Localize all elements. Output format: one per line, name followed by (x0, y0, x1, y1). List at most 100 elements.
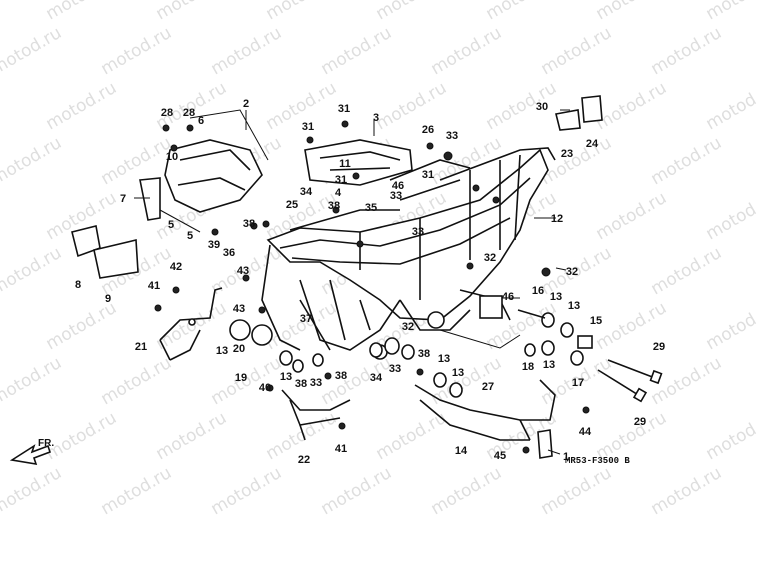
watermark-text: motod.ru (208, 23, 286, 79)
watermark-text: motod.ru (703, 298, 758, 354)
callout-18: 18 (522, 361, 534, 373)
callout-34b: 34 (370, 372, 383, 384)
callout-30: 30 (536, 101, 548, 113)
callout-20: 20 (233, 343, 245, 355)
callout-9: 9 (105, 293, 111, 305)
watermark-text: motod.ru (98, 463, 176, 519)
front-stay-assembly (71, 109, 269, 279)
rear-step-bracket (414, 379, 556, 459)
callout-5a: 5 (168, 219, 174, 231)
callout-37: 37 (300, 313, 312, 325)
callout-11: 11 (339, 158, 351, 170)
left-side-stay (159, 287, 223, 361)
callout-5b: 5 (187, 230, 193, 242)
callout-layer: 1 2 3 4 5 5 6 7 8 9 10 11 12 13 13 13 13… (75, 98, 665, 466)
callout-13g: 13 (543, 359, 555, 371)
watermark-text: motod.ru (483, 78, 561, 134)
callout-33e: 33 (389, 363, 401, 375)
callout-2: 2 (243, 98, 249, 110)
callout-29b: 29 (634, 416, 646, 428)
callout-41a: 41 (148, 280, 160, 292)
watermark-text: motod.ru (428, 463, 506, 519)
callout-38a: 38 (243, 218, 255, 230)
callout-26: 26 (422, 124, 434, 136)
watermark-text: motod.ru (98, 133, 176, 189)
callout-28b: 28 (183, 107, 195, 119)
watermark-text: motod.ru (703, 408, 758, 464)
callout-38e: 38 (418, 348, 430, 360)
watermark-text: motod.ru (593, 78, 671, 134)
watermark-text: motod.ru (538, 133, 616, 189)
watermark-text: motod.ru (318, 23, 396, 79)
watermark-text: motod.ru (703, 78, 758, 134)
callout-43b: 43 (233, 303, 245, 315)
callout-33a: 33 (446, 130, 458, 142)
callout-24: 24 (586, 138, 599, 150)
callout-31b: 31 (302, 121, 314, 133)
watermark-text: motod.ru (428, 23, 506, 79)
callout-38c: 38 (295, 378, 307, 390)
watermark-text: motod.ru (153, 408, 231, 464)
callout-7: 7 (120, 193, 126, 205)
drawing-code: MR53-F3500 B (565, 456, 630, 466)
callout-33d: 33 (310, 377, 322, 389)
callout-32b: 32 (484, 252, 496, 264)
callout-34a: 34 (300, 186, 313, 198)
callout-36: 36 (223, 247, 235, 259)
watermark-text: motod.ru (0, 23, 65, 79)
callout-12: 12 (551, 213, 563, 225)
callout-8: 8 (75, 279, 81, 291)
callout-21: 21 (135, 341, 147, 353)
watermark-text: motod.ru (648, 133, 726, 189)
watermark-text: motod.ru (538, 463, 616, 519)
callout-16: 16 (532, 285, 544, 297)
watermark-text: motod.ru (318, 353, 396, 409)
callout-13b: 13 (280, 371, 292, 383)
watermark-text: motod.ru (703, 0, 758, 24)
front-direction-arrow: FR. (9, 438, 54, 466)
callout-25: 25 (286, 199, 298, 211)
callout-35: 35 (365, 202, 377, 214)
long-bolts (597, 359, 663, 403)
callout-13f: 13 (568, 300, 580, 312)
watermark-text: motod.ru (593, 0, 671, 24)
watermark-text: motod.ru (0, 463, 65, 519)
watermark-text: motod.ru (648, 243, 726, 299)
callout-19: 19 (235, 372, 247, 384)
callout-29a: 29 (653, 341, 665, 353)
frame-assembly (261, 147, 556, 360)
callout-38d: 38 (335, 370, 347, 382)
collar-set (229, 319, 273, 346)
callout-28a: 28 (161, 107, 173, 119)
watermark-text: motod.ru (0, 353, 65, 409)
callout-17: 17 (572, 377, 584, 389)
callout-32a: 32 (402, 321, 414, 333)
watermark-text: motod.ru (263, 0, 341, 24)
watermark-text: motod.ru (483, 0, 561, 24)
callout-27: 27 (482, 381, 494, 393)
watermark-text: motod.ru (43, 78, 121, 134)
callout-46b: 46 (502, 291, 514, 303)
watermark-text: motod.ru (0, 243, 65, 299)
callout-6: 6 (198, 115, 204, 127)
callout-14: 14 (455, 445, 468, 457)
watermark-text: motod.ru (373, 78, 451, 134)
right-spacers (517, 309, 593, 366)
watermark-text: motod.ru (538, 23, 616, 79)
watermark-text: motod.ru (0, 133, 65, 189)
watermark-text: motod.ru (208, 463, 286, 519)
callout-39: 39 (208, 239, 220, 251)
callout-43a: 43 (237, 265, 249, 277)
callout-31a: 31 (338, 103, 350, 115)
callout-31d: 31 (422, 169, 434, 181)
watermark-text: motod.ru (43, 408, 121, 464)
fasteners (154, 120, 590, 454)
top-right-bracket (555, 95, 603, 131)
callout-13c: 13 (438, 353, 450, 365)
watermark-text: motod.ru (318, 463, 396, 519)
callout-38b: 38 (328, 200, 340, 212)
watermark-text: motod.ru (648, 463, 726, 519)
upper-bracket (304, 139, 413, 186)
callout-44: 44 (579, 426, 592, 438)
